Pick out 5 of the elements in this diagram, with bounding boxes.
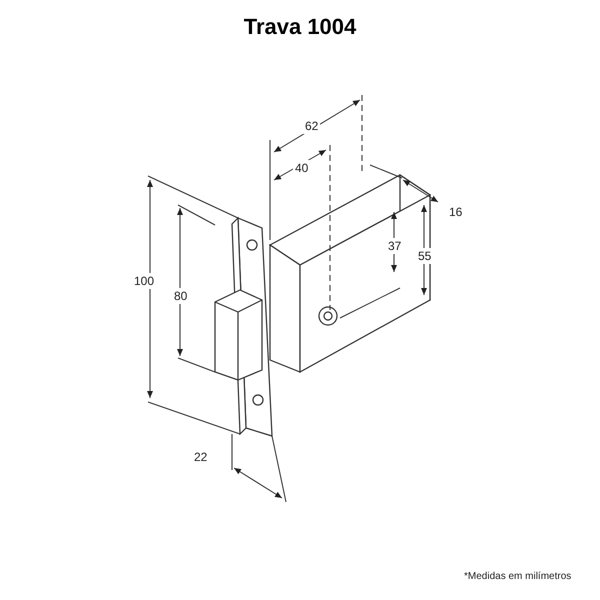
dimension-label: 80 — [172, 288, 190, 304]
dimension-label: 55 — [416, 248, 434, 264]
title: Trava 1004 — [242, 14, 358, 40]
dimension-label: 37 — [386, 238, 404, 254]
dimension-label: 100 — [132, 273, 156, 289]
